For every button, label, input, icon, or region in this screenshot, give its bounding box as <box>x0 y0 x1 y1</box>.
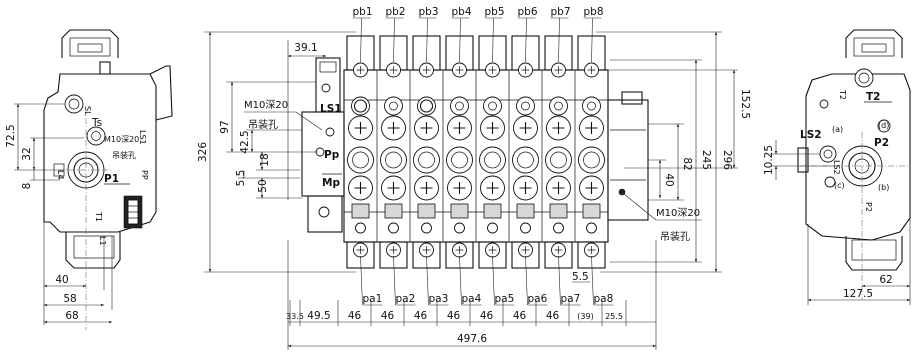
dim-18: 18 <box>259 153 271 166</box>
pa6-label: pa6 <box>528 293 548 305</box>
valve-section-6 <box>508 17 548 306</box>
p2-port-label: P2 <box>874 137 889 149</box>
svg-text:SL: SL <box>83 106 92 116</box>
pa7-label: pa7 <box>561 293 581 305</box>
valve-section-2 <box>376 17 416 306</box>
valve-section-8 <box>574 17 614 306</box>
dim-5-5-right: 5.5 <box>572 271 589 283</box>
pb5-label: pb5 <box>485 6 505 18</box>
pa8-label: pa8 <box>594 293 614 305</box>
chain-dim-5: 46 <box>414 310 428 322</box>
pb7-label: pb7 <box>551 6 571 18</box>
t1-port-label: T1 <box>94 211 103 222</box>
left-lift-hole-line1: M10深20 <box>244 99 288 111</box>
front-view: LS1 Pp Mp M10深20 吊装孔 M10深20 吊装孔 pb1 pb2 … <box>197 6 751 350</box>
dim-42-5: 42.5 <box>239 130 251 153</box>
chain-dim-4: 46 <box>381 310 395 322</box>
chain-dim-8: 46 <box>513 310 527 322</box>
chain-dim-10: (39) <box>577 312 593 321</box>
svg-text:LS2: LS2 <box>832 160 841 175</box>
valve-section-7 <box>541 17 581 306</box>
pa3-label: pa3 <box>429 293 449 305</box>
chain-dim-6: 46 <box>447 310 461 322</box>
chain-dim-7: 46 <box>480 310 494 322</box>
right-dim-62: 62 <box>879 274 892 286</box>
svg-text:P2: P2 <box>864 202 873 212</box>
pb2-label: pb2 <box>386 6 406 18</box>
valve-section-4 <box>442 17 482 306</box>
svg-text:PP: PP <box>140 170 149 180</box>
chain-dim-9: 46 <box>546 310 560 322</box>
p1-port-label: P1 <box>104 173 119 185</box>
left-m10-label: M10深20 <box>104 135 139 144</box>
dim-326: 326 <box>197 142 209 162</box>
pa1-label: pa1 <box>363 293 383 305</box>
valve-sections <box>343 17 614 306</box>
mark-b: (b) <box>878 183 889 192</box>
chain-dim-11: 25.5 <box>605 312 623 321</box>
ls1-port-label: LS1 <box>320 103 342 115</box>
l1-port-label: L1 <box>98 236 107 246</box>
ls2-port-label: LS2 <box>800 129 822 141</box>
left-dim-8: 8 <box>21 183 33 190</box>
svg-text:LS1: LS1 <box>138 130 147 145</box>
mark-d: (d) <box>878 121 889 130</box>
pb6-label: pb6 <box>518 6 538 18</box>
right-dim-127-5: 127.5 <box>843 288 873 300</box>
left-dim-58: 58 <box>63 293 76 305</box>
pp-port-label: Pp <box>324 149 340 161</box>
left-lift-label: 吊装孔 <box>112 150 136 160</box>
pa2-label: pa2 <box>396 293 416 305</box>
dim-152-5: 152.5 <box>739 89 751 119</box>
pa5-label: pa5 <box>495 293 515 305</box>
left-dim-72-5: 72.5 <box>5 124 17 147</box>
pb4-label: pb4 <box>452 6 472 18</box>
dim-82: 82 <box>681 157 693 170</box>
right-dim-10-25: 10.25 <box>763 145 775 175</box>
right-lift-hole-line2: 吊装孔 <box>660 230 690 243</box>
valve-section-3 <box>409 17 449 306</box>
dim-97: 97 <box>219 120 231 133</box>
dim-50: 50 <box>257 179 269 192</box>
t2-port-label: T2 <box>866 91 880 103</box>
left-dim-32: 32 <box>21 147 33 160</box>
dim-40: 40 <box>663 173 675 186</box>
pb8-label: pb8 <box>584 6 604 18</box>
ts-port-label: Ts <box>91 117 102 129</box>
dim-497-6: 497.6 <box>457 333 487 345</box>
pb1-label: pb1 <box>353 6 373 18</box>
left-lift-hole-line2: 吊装孔 <box>248 118 278 131</box>
chain-dim-1: 33.5 <box>286 312 304 321</box>
valve-section-5 <box>475 17 515 306</box>
mark-a: (a) <box>832 125 843 134</box>
chain-dim-3: 46 <box>348 310 362 322</box>
svg-text:T2: T2 <box>838 89 847 100</box>
pa4-label: pa4 <box>462 293 482 305</box>
right-lift-hole-line1: M10深20 <box>656 207 700 219</box>
dim-5-5-left: 5.5 <box>235 170 247 187</box>
dim-296: 296 <box>721 150 733 170</box>
left-dim-68: 68 <box>65 310 78 322</box>
mark-c: (c) <box>834 181 845 190</box>
chain-dim-2: 49.5 <box>307 310 330 322</box>
mp-port-label: Mp <box>322 177 340 189</box>
right-side-view: T2 T2 LS2 (a) (d) P2 (c) (b) LS2 P2 10.2… <box>763 29 911 305</box>
svg-text:L4: L4 <box>56 170 65 180</box>
left-side-view: SL Ts M10深20 吊装孔 P1 LS1 PP L4 T1 L1 72.5 <box>5 29 173 330</box>
left-dim-40: 40 <box>55 274 68 286</box>
pb3-label: pb3 <box>419 6 439 18</box>
dim-245: 245 <box>700 150 712 170</box>
valve-section-1 <box>343 17 383 306</box>
dim-39-1: 39.1 <box>294 42 317 54</box>
